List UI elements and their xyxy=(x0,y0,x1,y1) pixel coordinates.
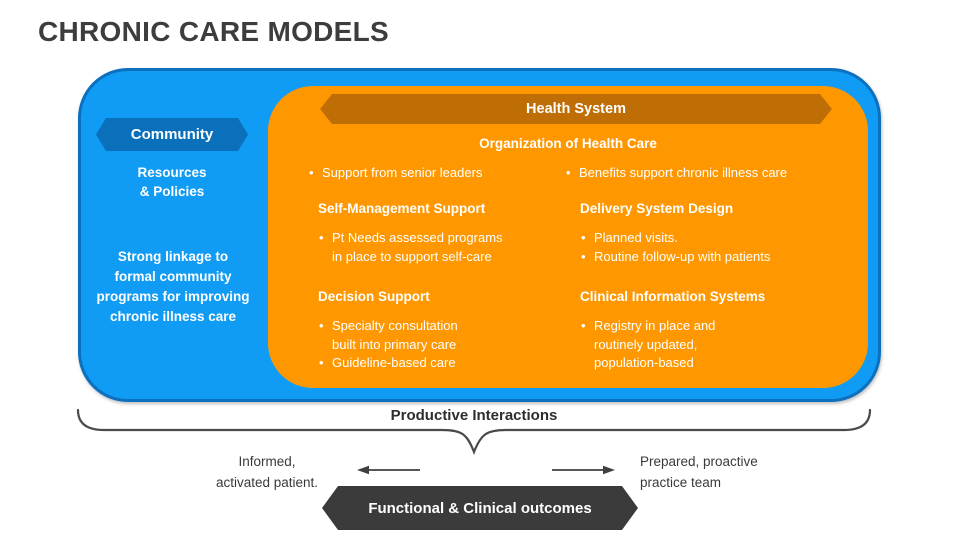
section-title: Decision Support xyxy=(318,289,430,304)
bullet-item: Registry in place and routinely updated,… xyxy=(580,317,832,373)
org-of-health-care-heading: Organization of Health Care xyxy=(479,136,657,151)
community-subtitle: Resources & Policies xyxy=(137,165,207,199)
right-arrow-icon xyxy=(552,465,615,475)
org-bullet-right: Benefits support chronic illness care xyxy=(565,165,787,180)
page-title: CHRONIC CARE MODELS xyxy=(38,16,390,47)
section-clinical-information-systems: Clinical Information Systems Registry in… xyxy=(580,289,832,373)
section-title: Clinical Information Systems xyxy=(580,289,766,304)
left-arrow-icon xyxy=(357,465,420,475)
org-bullet-left: Support from senior leaders xyxy=(308,165,482,180)
outcome-banner-label: Functional & Clinical outcomes xyxy=(368,499,592,517)
section-delivery-system-design: Delivery System Design Planned visits. R… xyxy=(580,201,832,266)
community-description: Strong linkage to formal community progr… xyxy=(96,249,250,324)
bullet-item: Planned visits. xyxy=(580,229,832,248)
functional-clinical-outcomes-banner: Functional & Clinical outcomes xyxy=(322,486,638,530)
section-decision-support: Decision Support Specialty consultation … xyxy=(318,289,570,373)
informed-patient-note: Informed, activated patient. xyxy=(215,454,319,490)
bullet-item: Pt Needs assessed programs in place to s… xyxy=(318,229,570,266)
health-system-banner: Health System xyxy=(320,94,832,124)
curly-brace-icon xyxy=(76,408,872,456)
community-badge-label: Community xyxy=(130,126,214,143)
bullet-item: Guideline-based care xyxy=(318,354,570,373)
health-system-banner-label: Health System xyxy=(526,101,626,117)
bullet-item: Specialty consultation built into primar… xyxy=(318,317,570,354)
prepared-team-note: Prepared, proactive practice team xyxy=(640,454,758,490)
productive-interactions-label: Productive Interactions xyxy=(390,407,558,424)
community-badge: Community xyxy=(96,118,248,151)
bullet-item: Routine follow-up with patients xyxy=(580,248,832,267)
section-title: Delivery System Design xyxy=(580,201,734,216)
section-title: Self-Management Support xyxy=(318,201,486,216)
section-self-management-support: Self-Management Support Pt Needs assesse… xyxy=(318,201,570,266)
